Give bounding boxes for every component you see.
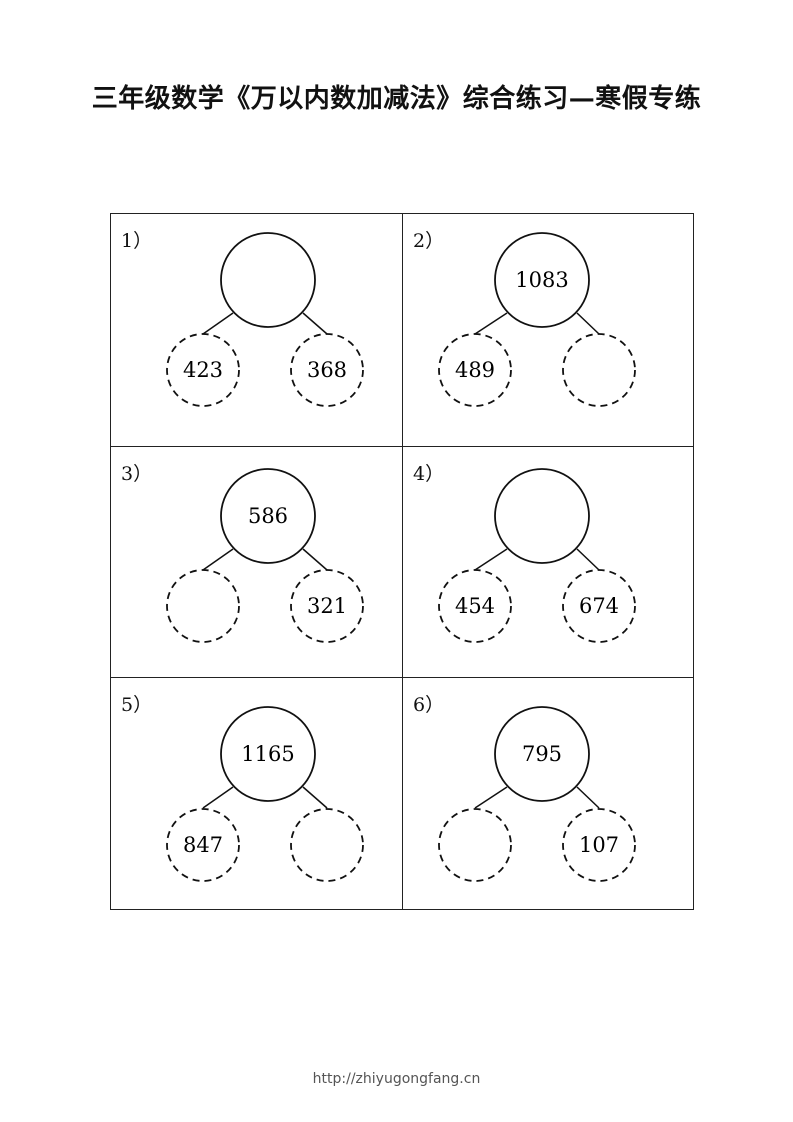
left-branch <box>474 548 508 571</box>
whole-value: 1165 <box>241 742 294 766</box>
part-circle-right <box>562 568 636 643</box>
part-circle-right <box>290 568 364 643</box>
part-circle-right <box>562 333 636 407</box>
footer-url[interactable]: http://zhiyugongfang.cn <box>312 1071 481 1087</box>
right-branch <box>302 312 328 335</box>
problem-cell-1: 1） 423 368 <box>111 214 402 446</box>
problem-grid: 1） 423 368 2） 1083 489 3） <box>110 213 694 910</box>
left-branch <box>474 312 508 335</box>
part-circle-right <box>562 808 636 883</box>
problem-label: 4） <box>413 462 445 485</box>
left-branch <box>202 312 234 335</box>
part-value-left: 454 <box>455 594 495 618</box>
whole-value: 1083 <box>515 268 568 292</box>
whole-circle <box>494 232 590 328</box>
part-circle-right <box>290 808 364 883</box>
whole-circle <box>494 706 590 803</box>
problem-label: 2） <box>413 230 445 252</box>
problem-cell-6: 6） 795 107 <box>402 677 693 909</box>
whole-value: 795 <box>522 742 562 766</box>
right-branch <box>576 312 600 335</box>
problem-label: 3） <box>121 462 153 485</box>
left-branch <box>474 786 508 809</box>
number-bond: 795 107 <box>438 706 636 883</box>
part-circle-left <box>166 333 240 407</box>
whole-circle <box>494 467 590 564</box>
problem-label: 6） <box>413 694 445 717</box>
problem-cell-4: 4） 454 674 <box>402 445 693 678</box>
part-value-left: 489 <box>455 358 495 382</box>
problem-cell-5: 5） 1165 847 <box>111 677 402 909</box>
whole-value: 586 <box>248 504 288 528</box>
problem-label: 1） <box>121 230 153 252</box>
right-branch <box>302 548 328 571</box>
right-branch <box>576 548 600 571</box>
part-circle-left <box>438 333 512 407</box>
problem-label: 5） <box>121 694 153 717</box>
part-value-right: 674 <box>579 594 619 618</box>
number-bond: 423 368 <box>166 232 364 407</box>
left-branch <box>202 786 234 809</box>
number-bond: 454 674 <box>438 467 636 643</box>
page-title: 三年级数学《万以内数加减法》综合练习—寒假专练 <box>91 84 702 114</box>
part-circle-left <box>438 568 512 643</box>
left-branch <box>202 548 234 571</box>
part-value-right: 321 <box>307 594 347 618</box>
part-circle-left <box>438 808 512 883</box>
number-bond: 1083 489 <box>438 232 636 407</box>
part-circle-right <box>290 333 364 407</box>
number-bond: 586 321 <box>166 467 364 643</box>
part-value-left: 423 <box>183 358 223 382</box>
problem-cell-2: 2） 1083 489 <box>402 214 693 446</box>
whole-circle <box>220 467 316 564</box>
part-value-left: 847 <box>183 833 223 857</box>
right-branch <box>576 786 600 809</box>
part-value-right: 368 <box>307 358 347 382</box>
whole-circle <box>220 706 316 803</box>
problem-cell-3: 3） 586 321 <box>111 445 402 678</box>
number-bond: 1165 847 <box>166 706 364 883</box>
part-circle-left <box>166 808 240 883</box>
whole-circle <box>220 232 316 328</box>
right-branch <box>302 786 328 809</box>
part-value-right: 107 <box>579 833 619 857</box>
part-circle-left <box>166 568 240 643</box>
